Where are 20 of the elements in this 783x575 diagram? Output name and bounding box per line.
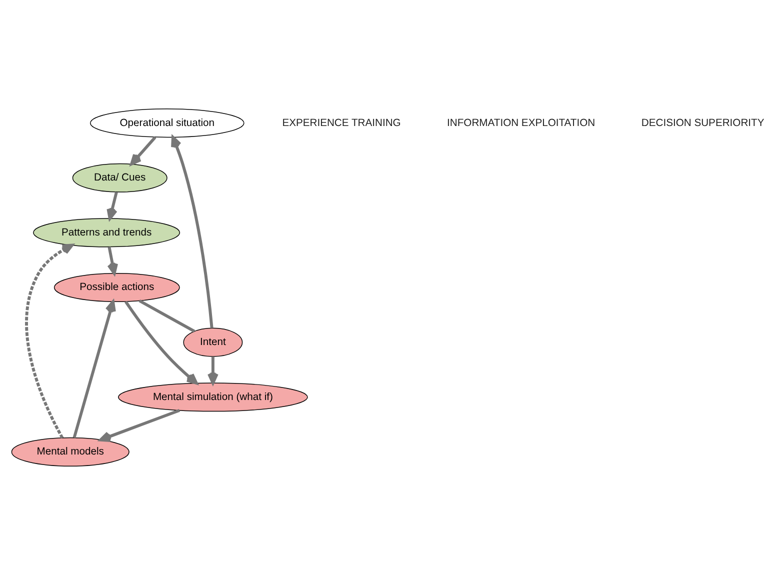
node-ellipse: Data/ Cues (72, 163, 168, 192)
node-ellipse: Mental models (11, 437, 130, 466)
connector (138, 299, 196, 333)
arrow (107, 246, 118, 275)
node-ellipse: Intent (183, 328, 243, 357)
arrow (207, 356, 218, 384)
arrow (106, 192, 118, 220)
arrow (171, 136, 214, 328)
node-ellipse: Possible actions (54, 272, 180, 302)
node-ellipse: Patterns and trends (33, 218, 180, 248)
arrow (72, 300, 116, 438)
arrow (99, 408, 180, 442)
label: INFORMATION EXPLOITATION (447, 118, 596, 129)
arrow (25, 244, 74, 439)
node-ellipse: Operational situation (90, 108, 244, 138)
arrow (124, 300, 198, 385)
label: DECISION SUPERIORITY (641, 118, 764, 129)
arrow (130, 136, 156, 166)
node-ellipse: Mental simulation (what if) (118, 382, 308, 412)
label: EXPERIENCE TRAINING (282, 118, 401, 129)
